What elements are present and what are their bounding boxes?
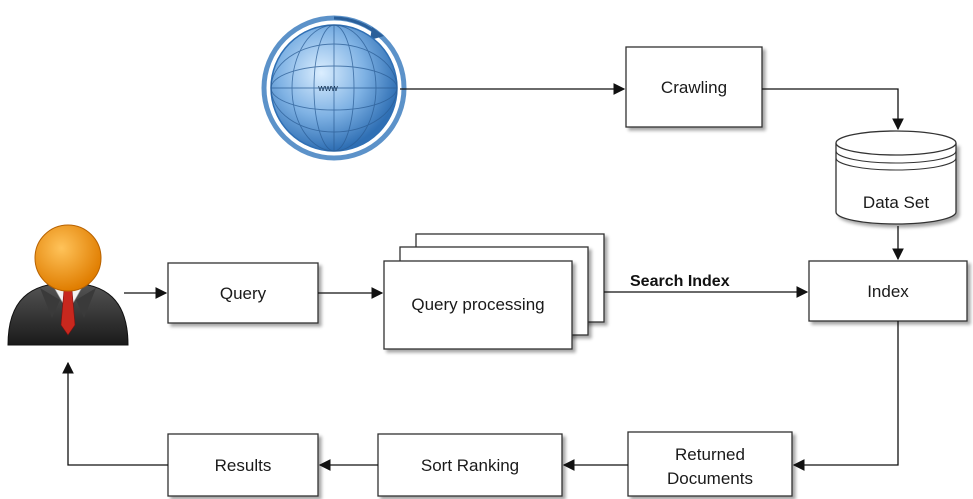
crawling-node: Crawling [625, 46, 763, 128]
sort-ranking-label: Sort Ranking [421, 456, 519, 475]
search-index-edge-label: Search Index [630, 273, 730, 290]
results-node: Results [167, 433, 319, 497]
index-node: Index [808, 260, 968, 322]
arrow-index-to-returned-documents [792, 321, 899, 471]
query-node: Query [167, 262, 319, 324]
returned-documents-node: Returned Documents [627, 431, 793, 497]
sort-ranking-node: Sort Ranking [377, 433, 563, 497]
dataset-node: Data Set [835, 130, 957, 225]
query-processing-node: Query processing [383, 233, 605, 350]
index-label: Index [867, 282, 909, 301]
globe-icon: www [261, 15, 407, 161]
crawling-label: Crawling [661, 78, 727, 97]
returned-documents-label-line2: Documents [667, 469, 753, 488]
query-label: Query [220, 284, 267, 303]
dataset-label: Data Set [863, 193, 929, 212]
returned-documents-label-line1: Returned [675, 445, 745, 464]
query-processing-label: Query processing [411, 295, 544, 314]
arrow-results-to-user [62, 361, 168, 466]
user-icon [7, 224, 129, 346]
www-label: www [317, 83, 338, 93]
arrow-crawling-to-dataset [762, 88, 904, 131]
results-label: Results [215, 456, 272, 475]
